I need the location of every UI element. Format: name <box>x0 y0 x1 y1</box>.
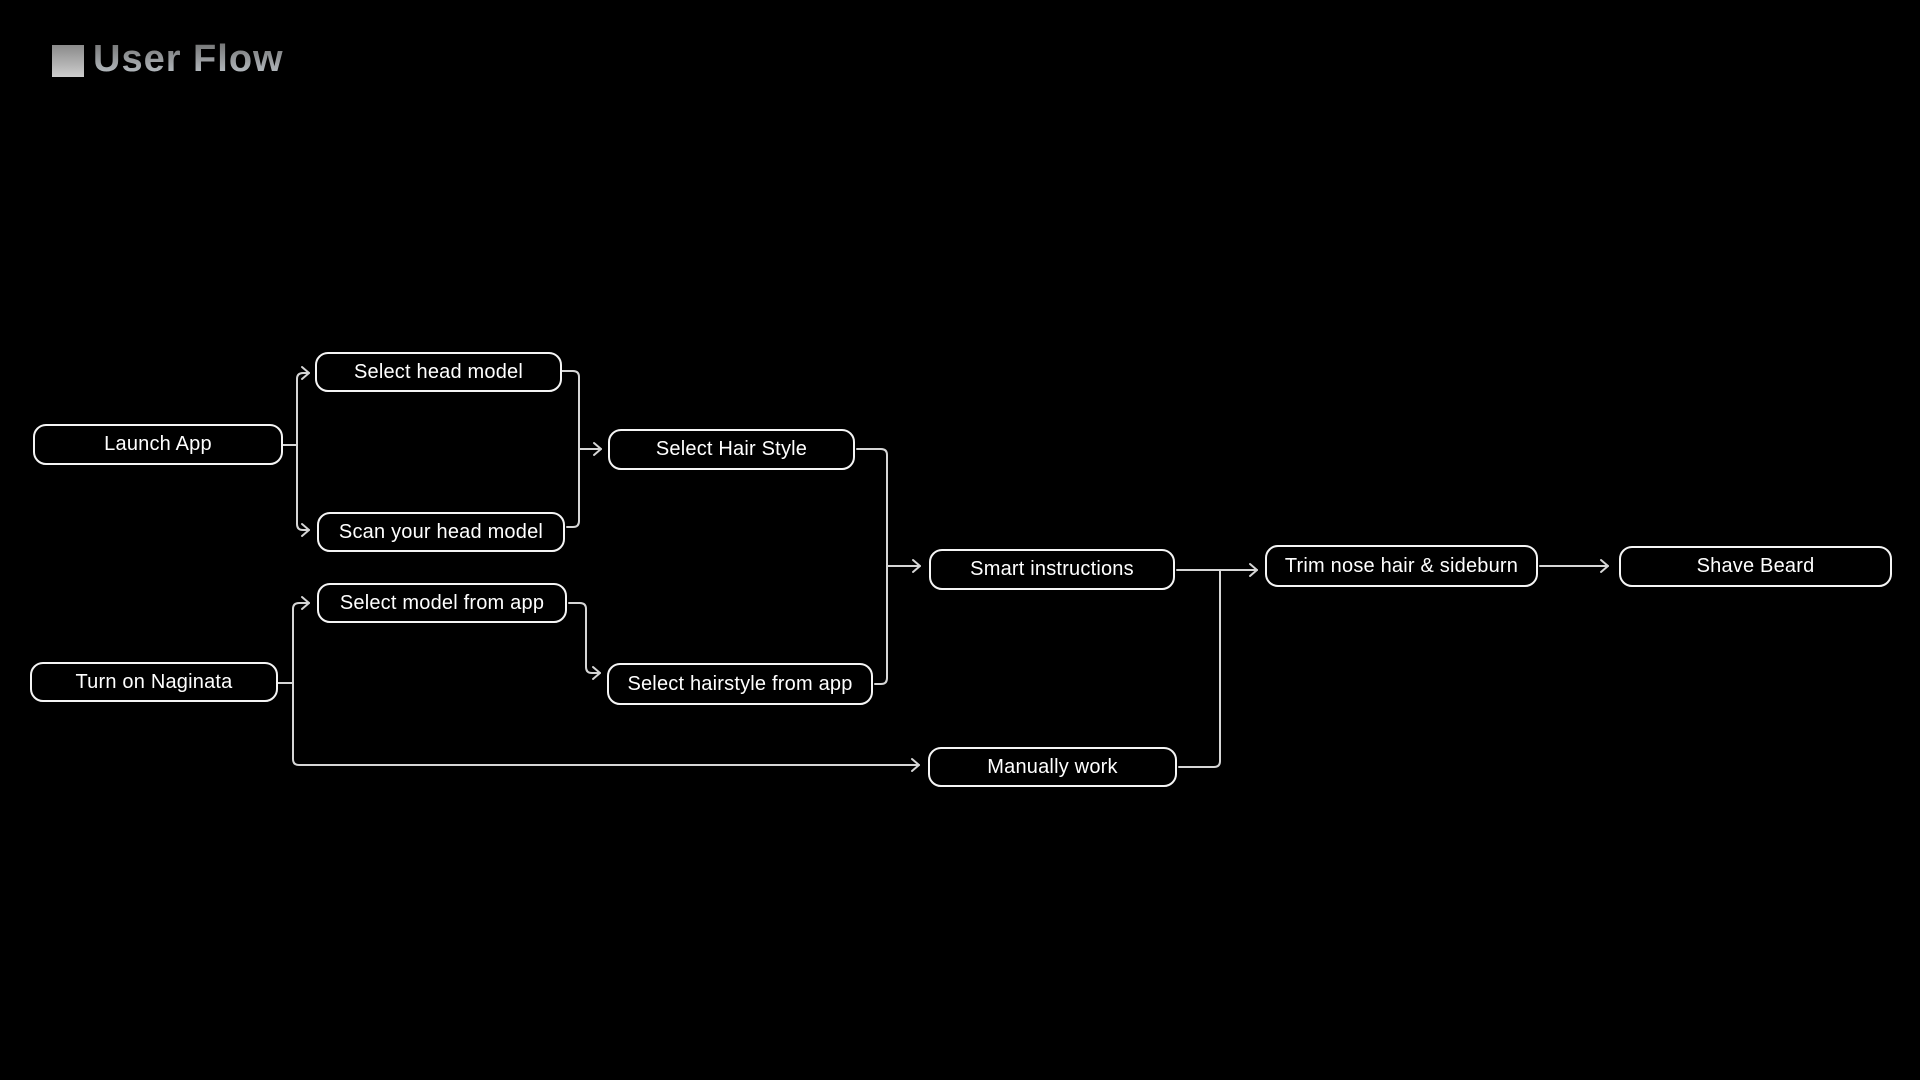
arrowhead-smart-instructions <box>912 559 921 573</box>
arrowhead-scan-your-head-model <box>301 523 310 537</box>
arrowhead-manually-work <box>911 758 920 772</box>
node-launch-app[interactable]: Launch App <box>33 424 283 465</box>
node-scan-your-head-model[interactable]: Scan your head model <box>317 512 565 552</box>
node-select-model-from-app[interactable]: Select model from app <box>317 583 567 623</box>
arrowhead-select-model-from-app <box>301 596 310 610</box>
node-select-head-model[interactable]: Select head model <box>315 352 562 392</box>
node-trim-nose-hair-sideburn[interactable]: Trim nose hair & sideburn <box>1265 545 1538 587</box>
edge-model-to-hairstyle <box>568 602 601 674</box>
edge-launch-app-bracket <box>296 372 310 531</box>
arrowhead-select-hairstyle-from-app <box>592 666 601 680</box>
page-title-group: User Flow <box>52 40 284 81</box>
page-title: User Flow <box>93 38 284 80</box>
title-square-icon <box>52 44 84 77</box>
arrowhead-shave-beard <box>1600 559 1609 573</box>
edge-head-models-merge-bracket <box>559 370 580 528</box>
arrowhead-select-head-model <box>301 366 310 380</box>
node-turn-on-naginata[interactable]: Turn on Naginata <box>30 662 278 702</box>
node-select-hairstyle-from-app[interactable]: Select hairstyle from app <box>607 663 873 705</box>
edge-hair-style-merge-bracket <box>856 448 888 685</box>
node-shave-beard[interactable]: Shave Beard <box>1619 546 1892 587</box>
node-manually-work[interactable]: Manually work <box>928 747 1177 787</box>
arrowhead-trim-nose-hair <box>1249 563 1258 577</box>
edge-manually-work-join <box>1178 570 1221 768</box>
edge-turn-on-naginata-bracket <box>292 602 920 766</box>
node-select-hair-style[interactable]: Select Hair Style <box>608 429 855 470</box>
arrowhead-select-hair-style <box>593 442 602 456</box>
node-smart-instructions[interactable]: Smart instructions <box>929 549 1175 590</box>
